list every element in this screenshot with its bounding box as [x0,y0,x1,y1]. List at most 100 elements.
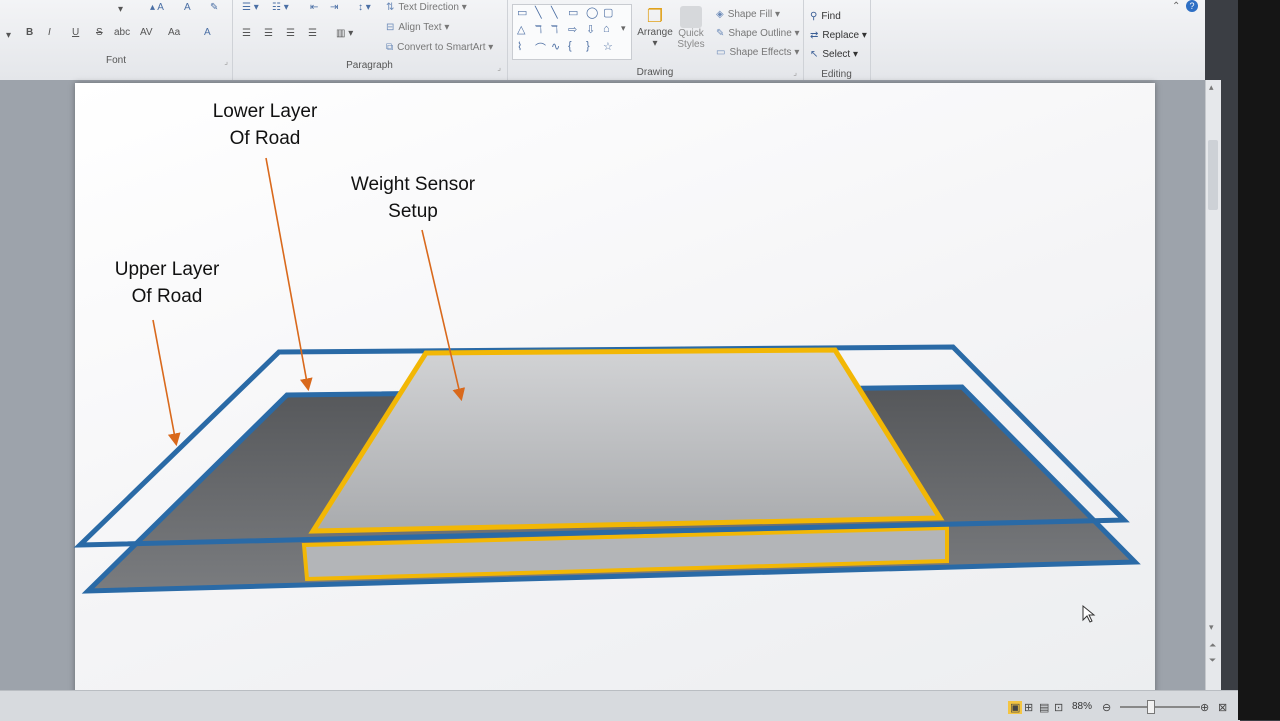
justify-icon[interactable]: ☰ [308,28,317,39]
numbering-icon[interactable]: ☷ ▾ [272,2,289,13]
arrange-label: Arrange [637,27,673,38]
font-size-dropdown-icon[interactable]: ▾ [118,4,124,15]
editing-group-label: Editing [821,69,852,80]
arrange-button[interactable]: ❐ Arrange ▾ [636,6,674,49]
status-bar: ▣ ⊞ ▤ ⊡ 88% ⊖ ⊕ ⊠ [0,690,1240,721]
find-label: Find [821,11,841,22]
scroll-down-icon[interactable]: ▾ [1209,622,1214,632]
slide-sorter-icon[interactable]: ⊞ [1024,702,1034,714]
find-button[interactable]: ⚲Find [810,11,841,22]
editing-group: Editing [803,0,871,80]
shapes-gallery[interactable]: ▭ ╲ ╲ ▭ ◯ ▢ △ ℸ ℸ ⇨ ⇩ ⌂ ⌇ ⌒ ∿ { } ☆ ▾ [512,4,632,60]
textbox-shape-icon[interactable]: ▭ [517,7,528,19]
font-dropdown-icon[interactable]: ▾ [6,30,12,41]
scroll-up-icon[interactable]: ▴ [1209,82,1214,92]
quick-styles-label-1: Quick [678,28,704,39]
select-button[interactable]: ↖Select ▾ [810,49,858,60]
bullets-icon[interactable]: ☰ ▾ [242,2,259,13]
zoom-out-icon[interactable]: ⊖ [1102,702,1112,714]
right-arrow-shape-icon[interactable]: ⇨ [568,24,578,36]
upper-layer-label-line1: Upper Layer [114,259,220,280]
paragraph-dialog-launcher-icon[interactable]: ⌟ [497,63,501,72]
line-shape-icon[interactable]: ╲ [535,7,542,19]
binoculars-icon: ⚲ [810,11,818,22]
font-group: ▾ ▴ A A ✎ ▾ B I U S abc AV Aa A Font ⌟ [0,0,233,80]
shadow-button[interactable]: abc [114,27,131,38]
align-center-icon[interactable]: ☰ [264,28,273,39]
quick-styles-label-2: Styles [677,39,705,50]
weight-sensor-plate[interactable] [308,347,945,534]
paint-bucket-icon: ◈ [716,9,724,20]
down-arrow-shape-icon[interactable]: ⇩ [586,24,596,36]
grow-font-icon[interactable]: ▴ A [150,2,164,13]
triangle-shape-icon[interactable]: △ [517,24,526,36]
shape-effects-button[interactable]: ▭Shape Effects ▾ [716,47,800,58]
scroll-thumb[interactable] [1208,140,1218,210]
prev-slide-icon[interactable]: ⏶ [1209,640,1217,650]
fit-slide-icon[interactable]: ⊠ [1218,702,1228,714]
oval-shape-icon[interactable]: ◯ [586,7,599,19]
zoom-slider-knob[interactable] [1147,700,1155,714]
reading-view-icon[interactable]: ▤ [1039,702,1050,714]
weight-sensor-arrow [421,229,466,402]
zoom-in-icon[interactable]: ⊕ [1200,702,1210,714]
quick-styles-button[interactable]: Quick Styles [676,6,706,50]
minimize-ribbon-icon[interactable]: ⌃ [1172,1,1181,12]
align-text-label: Align Text [398,22,442,33]
shape-outline-button[interactable]: ✎Shape Outline ▾ [716,28,800,39]
sensor-front-slab[interactable] [301,525,949,582]
shape-fill-button[interactable]: ◈Shape Fill ▾ [716,9,780,20]
italic-button[interactable]: I [48,27,51,38]
weight-sensor-label-line2: Setup [388,201,438,222]
align-text-button[interactable]: ⊟Align Text ▾ [386,22,450,33]
curve-shape-icon[interactable]: ⌇ [517,41,523,53]
rounded-rect-shape-icon[interactable]: ▢ [603,7,614,19]
line-spacing-icon[interactable]: ↕ ▾ [358,2,371,13]
elbow-connector-icon[interactable]: ℸ [535,24,543,36]
shrink-font-icon[interactable]: A [184,2,191,13]
align-right-icon[interactable]: ☰ [286,28,295,39]
next-slide-icon[interactable]: ⏷ [1209,655,1217,665]
columns-icon[interactable]: ▥ ▾ [336,28,354,39]
cursor-icon: ↖ [810,49,819,60]
strikethrough-button[interactable]: S [96,27,103,38]
slideshow-icon[interactable]: ⊡ [1054,702,1064,714]
star-shape-icon[interactable]: ☆ [603,41,613,53]
convert-smartart-label: Convert to SmartArt [397,42,486,53]
zoom-slider[interactable] [1120,706,1200,708]
bold-button[interactable]: B [26,27,34,38]
pentagon-shape-icon[interactable]: ⌂ [603,23,610,35]
vertical-scrollbar[interactable]: ▴ ▾ ⏶ ⏷ [1205,80,1221,690]
arc-shape-icon[interactable]: ⌒ [535,43,546,55]
convert-smartart-button[interactable]: ⧉Convert to SmartArt ▾ [386,42,494,53]
replace-button[interactable]: ⇄Replace ▾ [810,30,867,41]
right-brace-shape-icon[interactable]: } [586,40,590,52]
left-brace-shape-icon[interactable]: { [568,40,572,52]
shape-effects-label: Shape Effects [729,47,792,58]
pen-icon: ✎ [716,28,725,39]
help-icon[interactable]: ? [1186,0,1198,12]
increase-indent-icon[interactable]: ⇥ [330,2,339,13]
change-case-button[interactable]: Aa [168,27,181,38]
zoom-level[interactable]: 88% [1072,701,1093,712]
upper-layer-label: Upper Layer Of Road [92,256,242,310]
align-left-icon[interactable]: ☰ [242,28,251,39]
freeform-shape-icon[interactable]: ∿ [551,41,561,53]
normal-view-icon[interactable]: ▣ [1008,701,1023,714]
line-shape-icon-2[interactable]: ╲ [551,7,558,19]
underline-button[interactable]: U [72,27,80,38]
char-spacing-button[interactable]: AV [140,27,153,38]
clear-format-icon[interactable]: ✎ [210,2,219,13]
shape-fill-label: Shape Fill [727,9,773,20]
lower-layer-label: Lower Layer Of Road [190,98,340,152]
shape-outline-label: Shape Outline [728,28,792,39]
elbow-arrow-icon[interactable]: ℸ [551,24,559,36]
text-direction-button[interactable]: ⇅Text Direction ▾ [386,2,467,13]
gallery-more-icon[interactable]: ▾ [621,23,626,33]
decrease-indent-icon[interactable]: ⇤ [310,2,319,13]
drawing-dialog-launcher-icon[interactable]: ⌟ [793,68,797,77]
font-dialog-launcher-icon[interactable]: ⌟ [224,57,228,66]
effects-icon: ▭ [716,47,726,58]
rectangle-shape-icon[interactable]: ▭ [568,7,579,19]
font-color-button[interactable]: A [204,27,211,38]
